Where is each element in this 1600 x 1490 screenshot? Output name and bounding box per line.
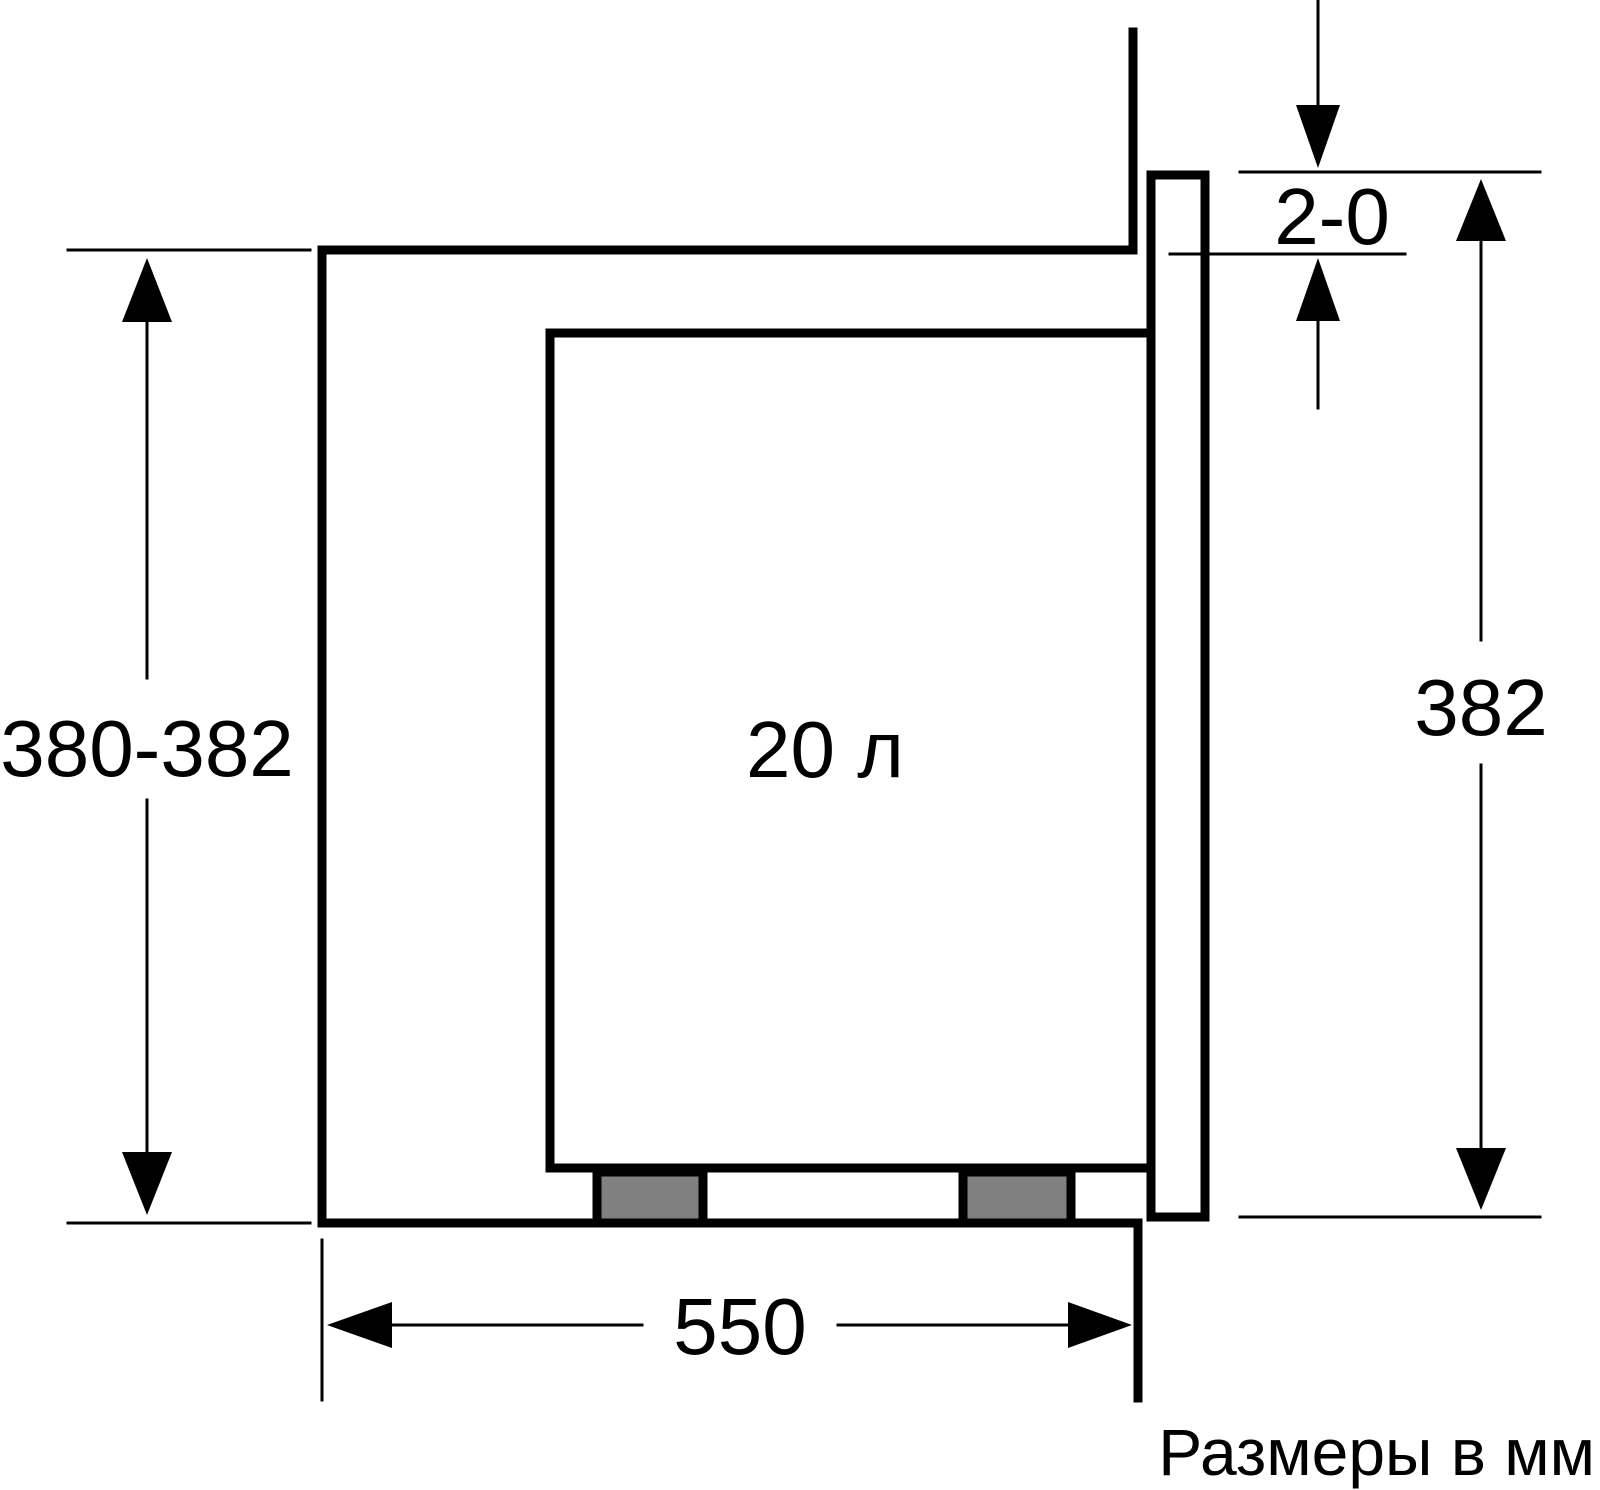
appliance-body xyxy=(545,328,1153,1173)
arrow-up-icon xyxy=(1456,179,1506,241)
units-note: Размеры в мм xyxy=(1158,1415,1595,1489)
arrow-left-icon xyxy=(327,1302,392,1348)
arrow-up-icon xyxy=(122,258,172,322)
arrow-up-icon xyxy=(1296,258,1340,321)
depth-label: 550 xyxy=(673,1282,806,1371)
arrow-right-icon xyxy=(1068,1302,1132,1348)
appliance-foot-left xyxy=(592,1167,708,1228)
niche-outline xyxy=(317,27,1143,1403)
arrow-down-icon xyxy=(1296,105,1340,168)
niche-height-label: 380-382 xyxy=(0,704,294,793)
volume-label: 20 л xyxy=(746,705,904,794)
gap-label: 2-0 xyxy=(1274,172,1390,261)
front-panel xyxy=(1146,170,1210,1222)
arrow-down-icon xyxy=(122,1152,172,1215)
arrow-down-icon xyxy=(1456,1148,1506,1210)
front-height-label: 382 xyxy=(1414,663,1547,752)
appliance-foot-right xyxy=(958,1167,1076,1228)
